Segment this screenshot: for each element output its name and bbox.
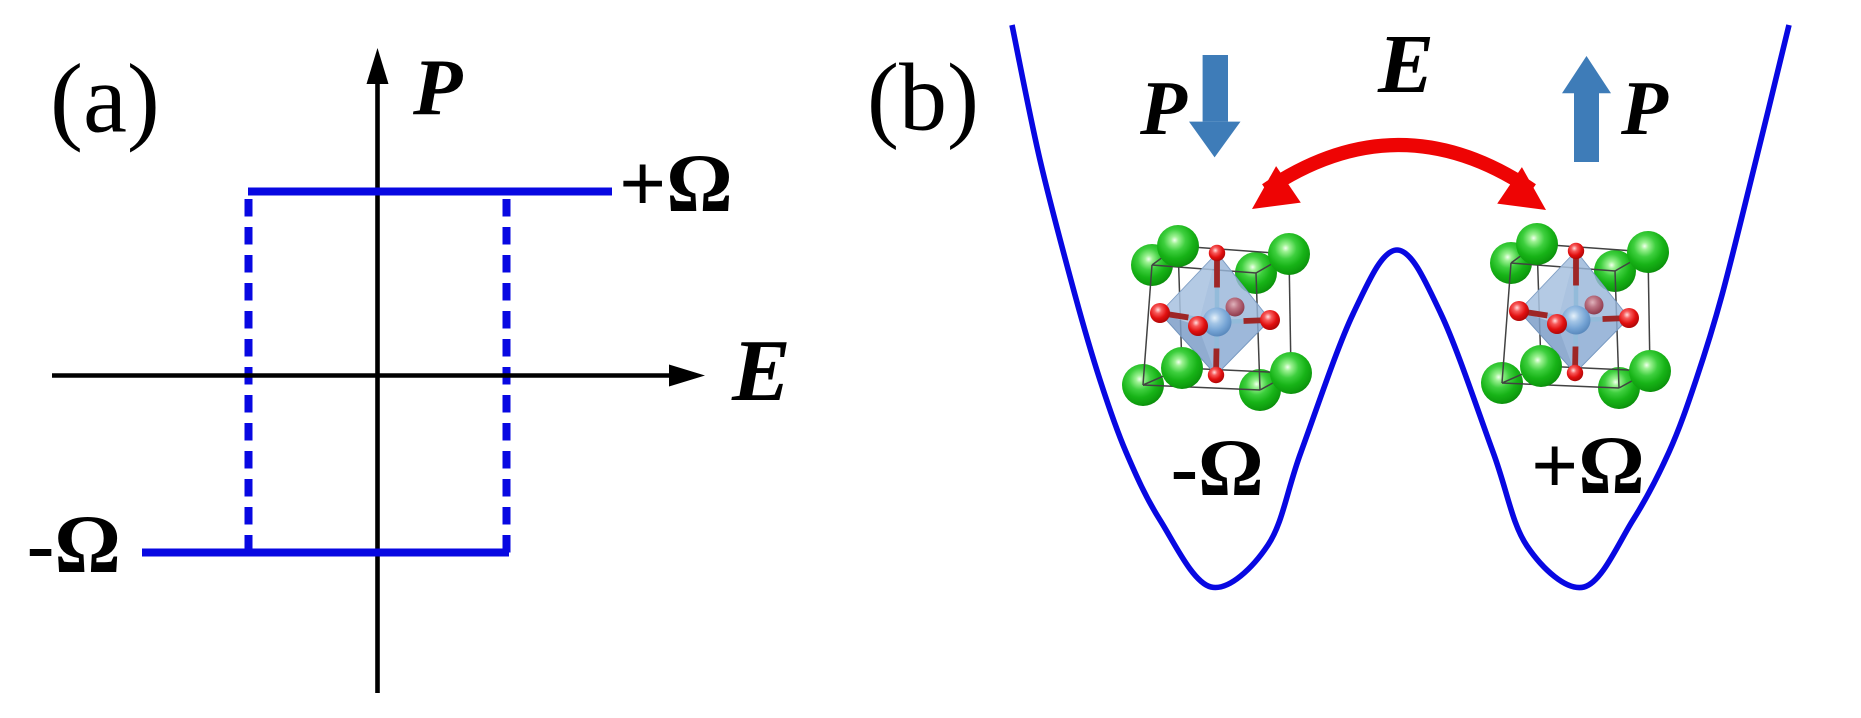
svg-text:P: P	[1620, 65, 1669, 151]
svg-text:-Ω: -Ω	[1171, 422, 1264, 513]
svg-text:P: P	[1139, 65, 1188, 151]
svg-text:+Ω: +Ω	[619, 137, 733, 229]
svg-text:E: E	[731, 323, 791, 420]
svg-text:P: P	[412, 42, 463, 132]
svg-text:(b): (b)	[867, 44, 979, 151]
svg-text:(a): (a)	[50, 45, 160, 154]
svg-text:E: E	[1377, 18, 1434, 111]
svg-text:+Ω: +Ω	[1531, 419, 1645, 511]
svg-text:-Ω: -Ω	[27, 498, 121, 590]
